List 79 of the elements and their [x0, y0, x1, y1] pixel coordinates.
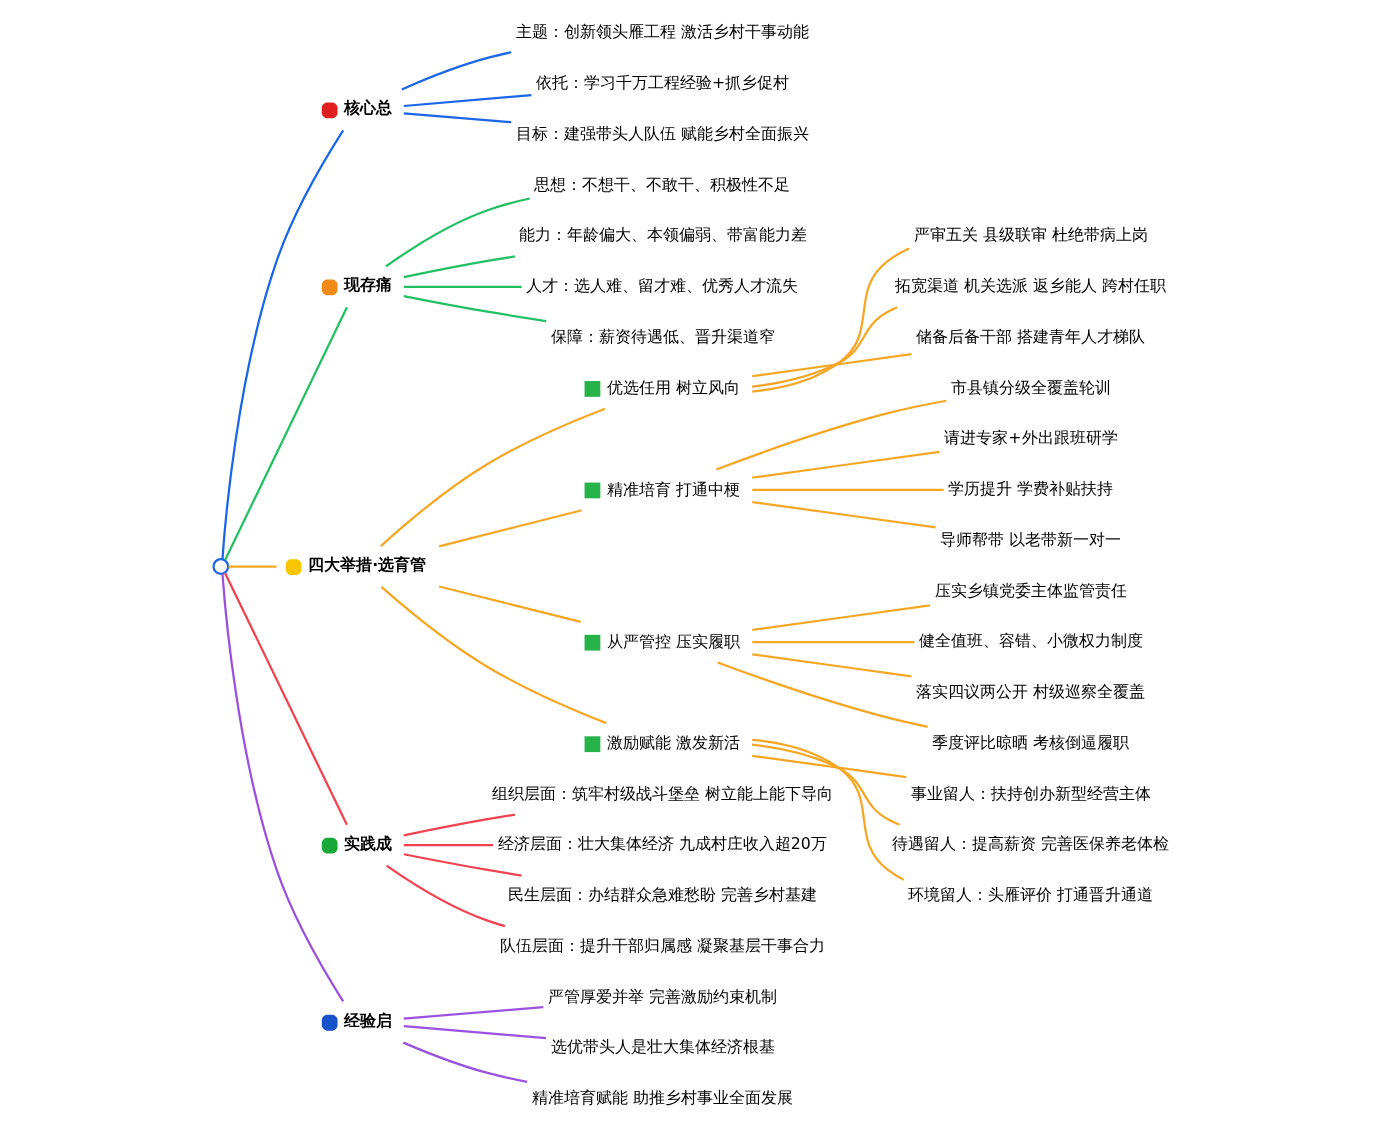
- node-circle: [212, 558, 230, 575]
- node-text: 落实四议两公开 村级巡察全覆盖: [916, 682, 1146, 702]
- connector: [752, 604, 931, 632]
- connector: [752, 353, 912, 378]
- node-text: 严管厚爱并举 完善激励约束机制: [547, 986, 777, 1006]
- connector: [717, 661, 928, 728]
- connector: [403, 285, 522, 288]
- connector: [403, 813, 516, 837]
- node-text: 待遇留人：提高薪资 完善医保养老体检: [892, 834, 1170, 854]
- node-label: 实践成: [344, 833, 393, 853]
- connector: [385, 197, 530, 268]
- node-label: 现存痛: [344, 275, 393, 295]
- connector: [403, 1005, 544, 1020]
- node-box: [584, 482, 601, 499]
- connector: [403, 844, 494, 847]
- connector: [715, 399, 947, 471]
- connector: [221, 573, 345, 1003]
- connector: [228, 565, 277, 568]
- connector: [221, 129, 345, 560]
- node-text: 事业留人：扶持创办新型经营主体: [911, 783, 1152, 803]
- node-text: 保障：薪资待遇低、晋升渠道窄: [550, 326, 775, 346]
- node-box: [584, 634, 601, 651]
- node-label: 激励赋能 激发新活: [607, 733, 741, 753]
- node-text: 目标：建强带头人队伍 赋能乡村全面振兴: [515, 123, 809, 143]
- connector: [751, 743, 901, 826]
- connector: [752, 488, 944, 491]
- node-text: 压实乡镇党委主体监管责任: [934, 580, 1127, 600]
- connector: [752, 450, 940, 479]
- node-label: 核心总: [344, 98, 393, 118]
- node-text: 季度评比晾晒 考核倒逼履职: [932, 732, 1130, 752]
- node-text: 思想：不想干、不敢干、积极性不足: [534, 174, 791, 194]
- connector: [752, 500, 936, 529]
- node-text: 市县镇分级全覆盖轮训: [951, 377, 1112, 397]
- node-label: 精准培育 打通中梗: [607, 479, 741, 499]
- connector: [752, 738, 905, 881]
- node-text: 选优带头人是壮大集体经济根基: [550, 1037, 775, 1057]
- connector: [401, 51, 512, 91]
- node-text: 学历提升 学费补贴扶持: [948, 479, 1114, 499]
- connector: [752, 754, 907, 779]
- node-text: 经济层面：壮大集体经济 九成村庄收入超20万: [497, 834, 827, 854]
- node-text: 拓宽渠道 机关选派 返乡能人 跨村任职: [895, 276, 1167, 296]
- node-text: 人才：选人难、留才难、优秀人才流失: [526, 276, 799, 296]
- node-text: 环境留人：头雁评价 打通晋升通道: [908, 885, 1154, 905]
- node-text: 能力：年龄偏大、本领偏弱、带富能力差: [518, 225, 807, 245]
- connector: [224, 572, 348, 826]
- node-text: 储备后备干部 搭建青年人才梯队: [916, 326, 1146, 346]
- connector: [438, 585, 582, 623]
- connector: [403, 853, 522, 877]
- node-text: 导师帮带 以老带新一对一: [940, 529, 1122, 549]
- connector: [380, 586, 607, 725]
- connector: [752, 653, 912, 678]
- node-text: 主题：创新领头雁工程 激活乡村干事动能: [515, 22, 809, 42]
- connector: [438, 509, 583, 548]
- node-label: 经验启: [344, 1010, 393, 1030]
- node-label: 优选任用 树立风向: [607, 378, 741, 398]
- connector: [752, 641, 915, 644]
- node-label: 四大举措·选育管: [308, 555, 427, 575]
- node-box: [584, 736, 601, 753]
- connector: [224, 306, 348, 561]
- connector: [403, 1024, 547, 1040]
- connector: [380, 407, 606, 547]
- node-label: 从严管控 压实履职: [607, 631, 741, 651]
- node-text: 依托：学习千万工程经验+抓乡促村: [536, 73, 790, 93]
- connector: [402, 1041, 528, 1084]
- connector: [403, 93, 532, 108]
- connector: [751, 306, 898, 388]
- node-text: 民生层面：办结群众急难愁盼 完善乡村基建: [507, 885, 817, 905]
- connector: [403, 255, 516, 279]
- node-text: 严审五关 县级联审 杜绝带病上岗: [913, 225, 1148, 245]
- node-text: 组织层面：筑牢村级战斗堡垒 树立能上能下导向: [492, 783, 834, 803]
- node-text: 健全值班、容错、小微权力制度: [918, 631, 1143, 651]
- node-text: 精准培育赋能 助推乡村事业全面发展: [532, 1088, 794, 1108]
- connector: [403, 294, 547, 323]
- node-box: [584, 381, 601, 397]
- connector: [385, 864, 506, 928]
- node-text: 请进专家+外出跟班研学: [944, 428, 1118, 448]
- connector: [403, 112, 512, 124]
- node-text: 队伍层面：提升干部归属感 凝聚基层干事合力: [499, 935, 825, 955]
- connector: [752, 247, 910, 393]
